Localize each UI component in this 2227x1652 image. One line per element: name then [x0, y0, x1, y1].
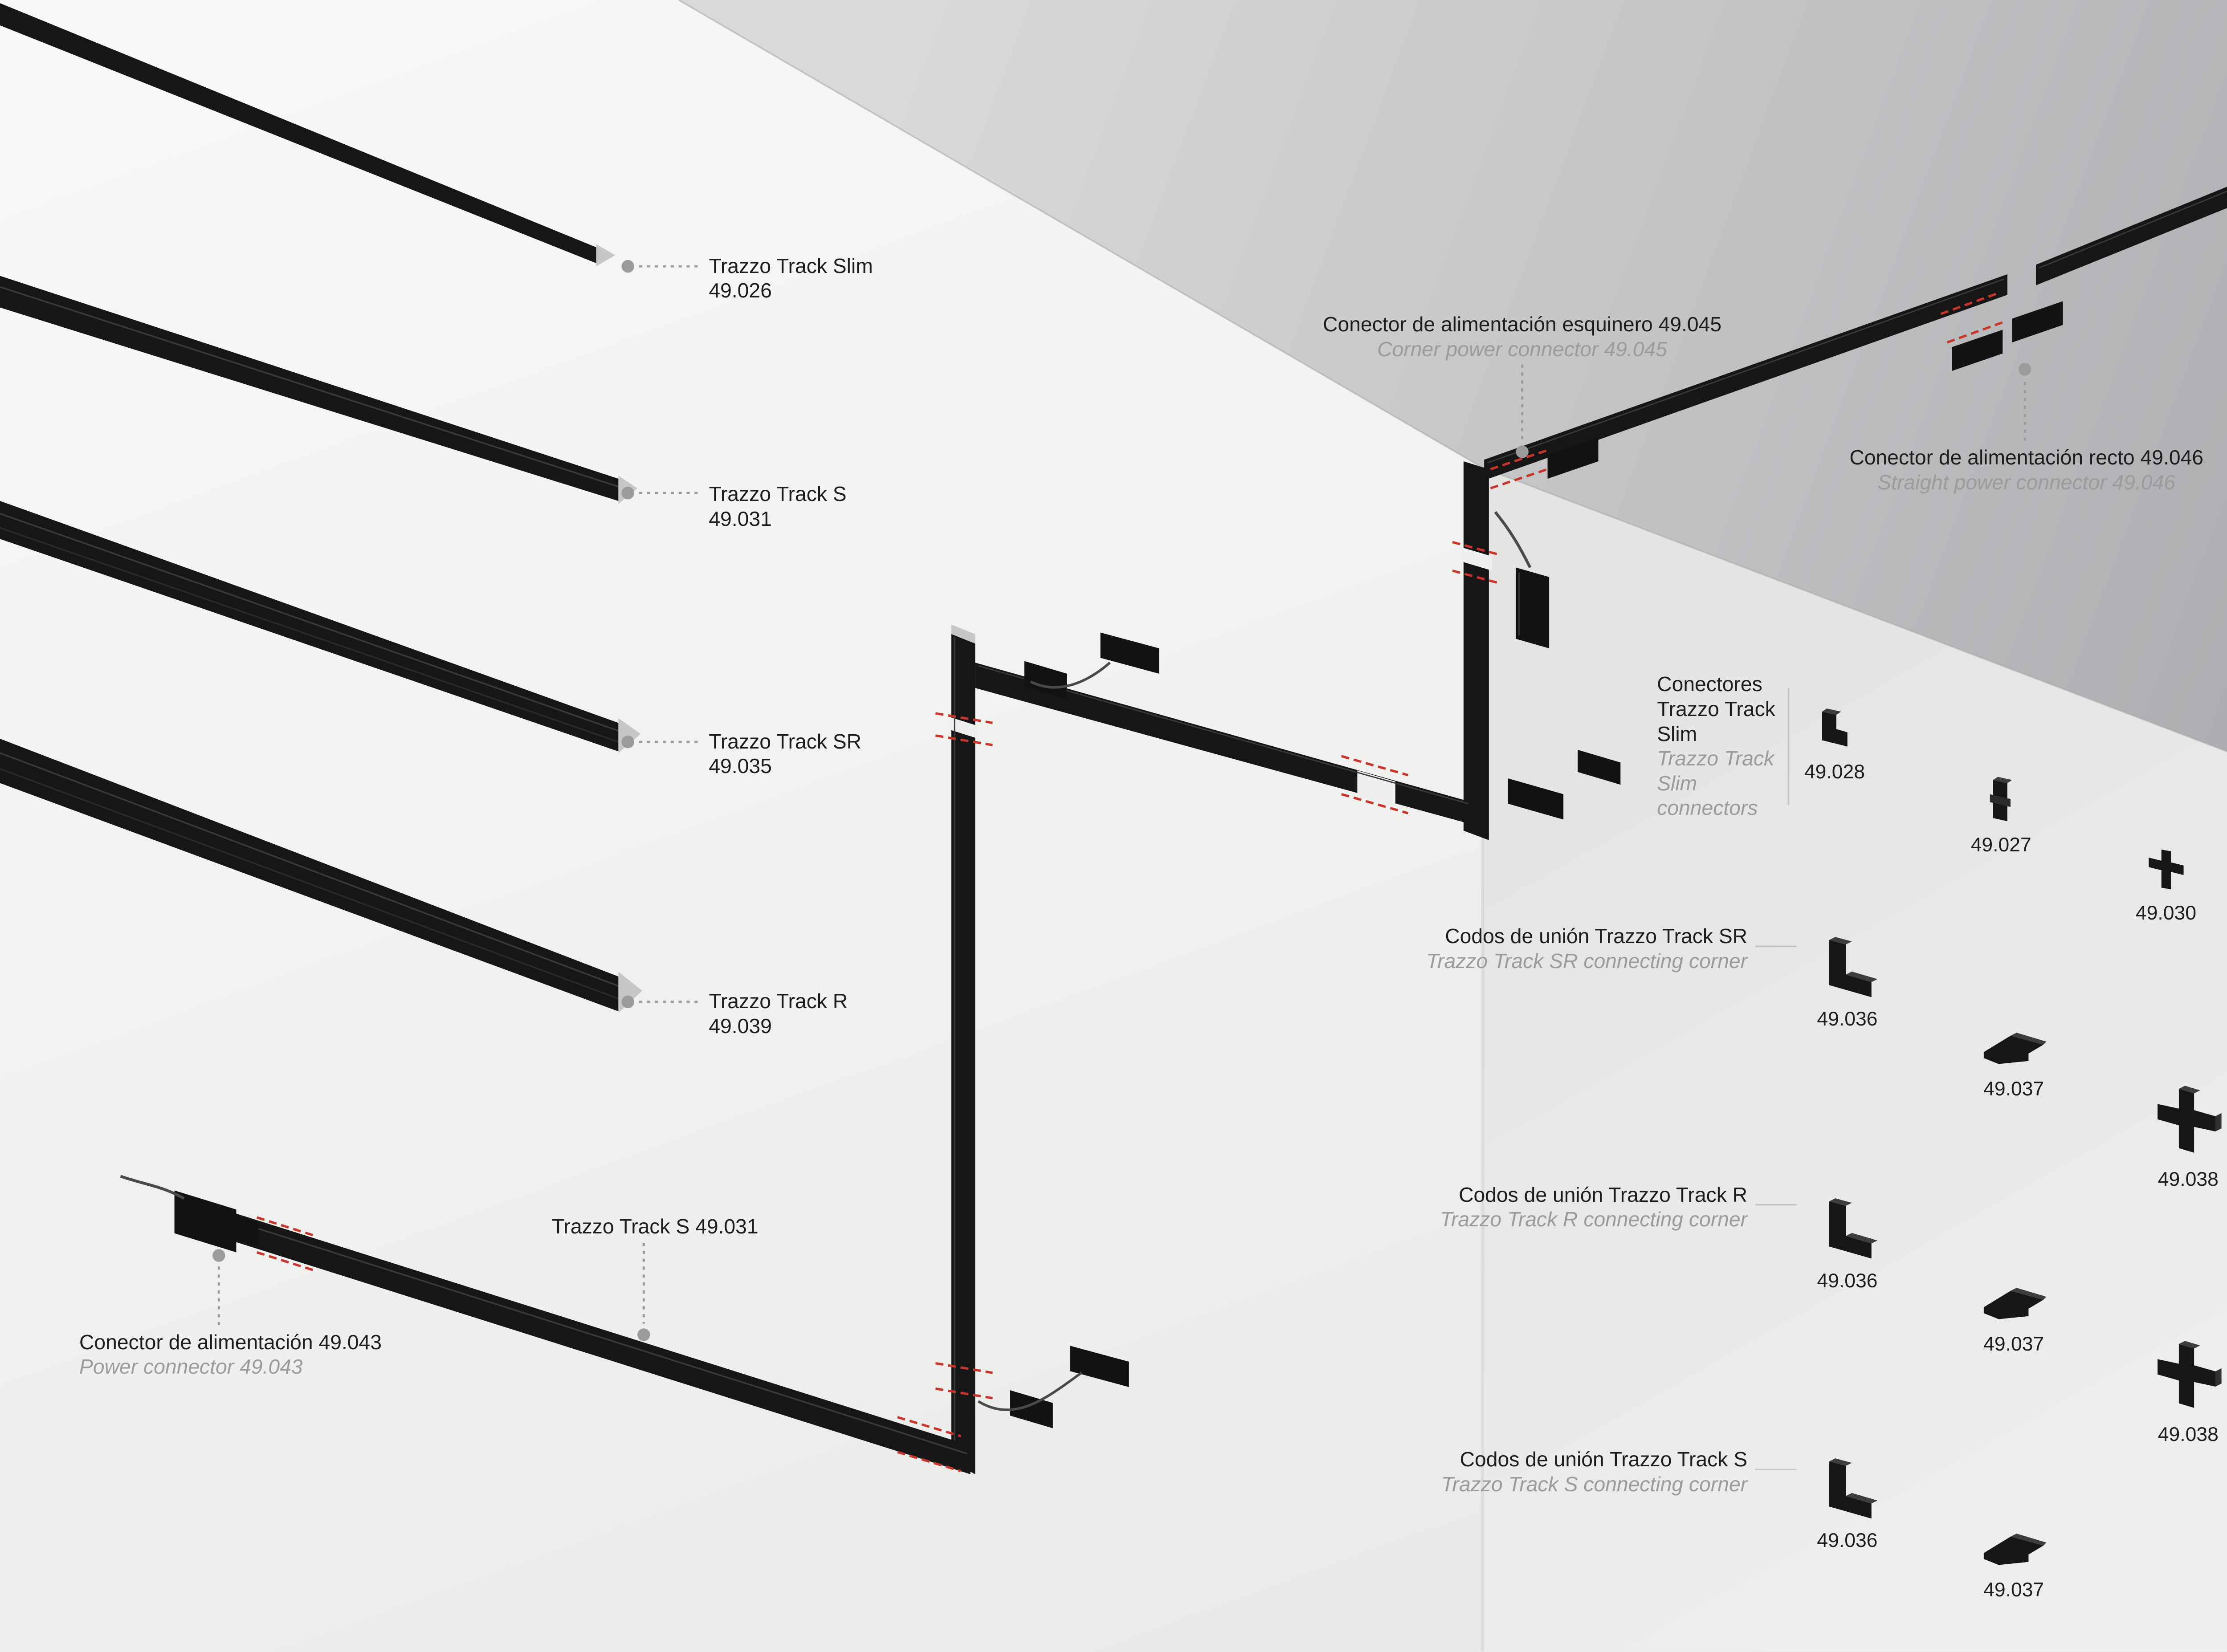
group-title-sr-corners: Codos de unión Trazzo Track SR Trazzo Tr… [1395, 924, 1747, 973]
corner-piece-icon [1817, 1455, 1877, 1522]
item-code: 49.037 [1983, 1078, 2044, 1100]
power-cable [1494, 511, 1532, 568]
item-code: 49.038 [2158, 1168, 2219, 1190]
group-title-es: Codos de unión Trazzo Track R [1459, 1183, 1748, 1206]
group-title-en: Trazzo Track SR connecting corner [1426, 949, 1748, 972]
label-track-s: Trazzo Track S 49.031 [709, 482, 846, 531]
track-name: Trazzo Track S [709, 482, 847, 506]
track-slim-illustration [0, 3, 616, 267]
item-code: 49.038 [2158, 1423, 2219, 1445]
group-divider-lines [1755, 688, 1797, 1470]
item-slim-49-027: 49.027 [1950, 775, 2052, 856]
item-r-49-037: 49.037 [1963, 1274, 2064, 1355]
track-r-illustration [0, 738, 642, 1013]
track-s-bottom-illustration [120, 1175, 971, 1474]
label-en: Corner power connector 49.045 [1377, 337, 1667, 361]
corner-piece-icon [1817, 1195, 1877, 1262]
label-es: Conector de alimentación recto 49.046 [1849, 446, 2204, 469]
item-code: 49.036 [1817, 1270, 1878, 1292]
item-code: 49.036 [1817, 1008, 1878, 1030]
corner-joint-markers [1452, 541, 1501, 585]
group-title-en: Trazzo Track R connecting corner [1440, 1208, 1748, 1231]
item-s-49-037: 49.037 [1963, 1520, 2064, 1601]
corner-power-connector [1494, 511, 1550, 649]
bottom-joint-markers [256, 1216, 962, 1473]
group-title-en: Trazzo Track S connecting corner [1441, 1472, 1748, 1496]
horizontal-track-connector-blocks [1508, 749, 1621, 820]
label-track-sr: Trazzo Track SR 49.035 [709, 729, 861, 779]
flat-corner-piece-icon [1977, 1019, 2050, 1070]
slim-straight-icon [1985, 775, 2017, 826]
power-connector-43-block [174, 1190, 237, 1253]
wall-track-vertical [948, 624, 979, 1474]
label-es: Conector de alimentación esquinero 49.04… [1323, 313, 1722, 336]
item-code: 49.037 [1983, 1333, 2044, 1355]
track-s-illustration [0, 276, 638, 505]
label-corner-power-45: Conector de alimentación esquinero 49.04… [1316, 312, 1729, 362]
item-code: 49.037 [1983, 1579, 2044, 1601]
right-wall-plane [1482, 468, 2227, 1652]
slim-corner-icon [1814, 705, 1856, 753]
item-sr-49-037: 49.037 [1963, 1019, 2064, 1100]
corner-track [1460, 461, 1492, 840]
track-code: 49.035 [709, 754, 772, 778]
label-en: Straight power connector 49.046 [1877, 470, 2176, 494]
item-code: 49.036 [1817, 1530, 1878, 1552]
label-track-r: Trazzo Track R 49.039 [709, 989, 848, 1038]
item-code: 49.030 [2135, 902, 2196, 924]
flat-corner-piece-icon [1977, 1274, 2050, 1325]
group-title-slim-connectors: Conectores Trazzo Track Slim Trazzo Trac… [1657, 672, 1799, 820]
item-slim-49-030: 49.030 [2115, 846, 2217, 924]
track-name: Trazzo Track Slim [709, 254, 873, 277]
horizontal-joint-markers [1341, 755, 1409, 814]
group-title-es: Codos de unión Trazzo Track SR [1445, 924, 1748, 948]
item-sr-49-036: 49.036 [1796, 934, 1898, 1030]
item-slim-49-028: 49.028 [1784, 705, 1885, 783]
cross-piece-icon [2150, 1339, 2226, 1416]
group-title-s-corners: Codos de unión Trazzo Track S Trazzo Tra… [1395, 1447, 1747, 1497]
label-straight-power-46: Conector de alimentación recto 49.046 St… [1820, 445, 2227, 495]
track-code: 49.031 [709, 507, 772, 530]
group-title-es: Conectores Trazzo Track Slim [1657, 672, 1775, 745]
item-code: 49.027 [1970, 834, 2031, 856]
ceiling-plane [678, 0, 2227, 752]
track-name: Trazzo Track R [709, 989, 848, 1013]
label-dots [212, 260, 2031, 1341]
ceiling-edge-right [1482, 467, 2227, 753]
group-title-r-corners: Codos de unión Trazzo Track R Trazzo Tra… [1395, 1183, 1747, 1232]
item-r-49-036: 49.036 [1796, 1195, 1898, 1292]
track-code: 49.026 [709, 279, 772, 302]
vertical-joint-markers [935, 712, 993, 1400]
item-r-49-038: 49.038 [2137, 1339, 2227, 1446]
ceiling-track-left [1484, 274, 2007, 480]
ceiling-joint-markers [1490, 292, 2005, 490]
cross-piece-icon [2150, 1084, 2226, 1160]
group-title-en: Trazzo Track Slim connectors [1657, 747, 1774, 820]
item-s-49-036: 49.036 [1796, 1455, 1898, 1552]
label-en: Power connector 49.043 [79, 1355, 303, 1379]
label-es: Conector de alimentación 49.043 [79, 1330, 382, 1354]
ceiling-edge-left [678, 0, 1483, 468]
vertical-track-connector-blocks [978, 632, 1159, 1428]
track-sr-illustration [0, 500, 641, 753]
power-cable-43 [120, 1175, 185, 1200]
label-track-s-bottom: Trazzo Track S 49.031 [551, 1214, 759, 1238]
item-sr-49-038: 49.038 [2137, 1084, 2227, 1191]
straight-power-connector-pieces [1952, 301, 2063, 371]
group-title-es: Codos de unión Trazzo Track S [1460, 1448, 1748, 1471]
track-name: Trazzo Track SR [709, 729, 862, 753]
item-code: 49.028 [1804, 761, 1865, 783]
corner-piece-icon [1817, 934, 1877, 1001]
label-track-slim: Trazzo Track Slim 49.026 [709, 254, 873, 303]
corner-ceiling-connector-block [1547, 437, 1599, 479]
ceiling-track-right [2036, 187, 2227, 285]
flat-corner-piece-icon [1977, 1520, 2050, 1571]
slim-cross-icon [2142, 846, 2190, 894]
label-power-connector-43: Conector de alimentación 49.043 Power co… [79, 1330, 382, 1379]
track-code: 49.039 [709, 1014, 772, 1038]
label-leaders [217, 265, 2026, 1329]
